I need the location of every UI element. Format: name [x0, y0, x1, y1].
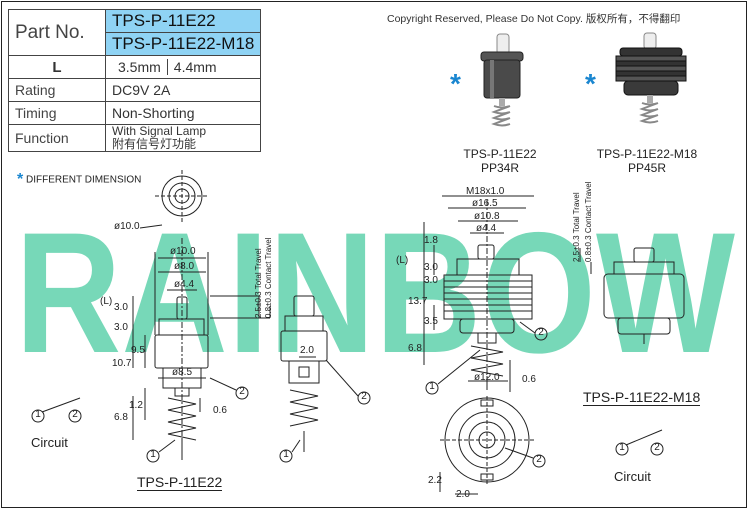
dim-right-d10-8: ø10.8: [474, 211, 500, 222]
left-front-view: [132, 238, 271, 460]
right-photo-code: PP45R: [627, 161, 667, 175]
dim-right-h3b: 3.0: [424, 275, 438, 286]
l-value-1: 3.5mm: [118, 59, 161, 75]
terminal-label-2d: 2: [536, 454, 542, 465]
blue-star-icon: *: [17, 171, 24, 188]
circuit-right-term-2: 2: [654, 442, 660, 453]
dim-left-d4-4: ø4.4: [174, 279, 195, 290]
terminal-label-1a: 1: [150, 449, 156, 460]
watermark-text: RAINBOW: [15, 197, 736, 389]
dim-right-h6-8: 6.8: [408, 343, 422, 354]
dim-right-h3-5: 3.5: [424, 316, 438, 327]
dim-left-h1-2: 1.2: [129, 400, 143, 411]
dim-right-total-travel: 2.5±0.3 Total Travel: [572, 192, 581, 262]
left-photo-name: TPS-P-11E22: [463, 147, 537, 161]
dim-left-h3a: 3.0: [114, 302, 128, 313]
terminal-callouts: [146, 321, 548, 468]
left-top-view: [139, 170, 209, 229]
dim-right-h1-8: 1.8: [424, 235, 438, 246]
copyright-notice: Copyright Reserved, Please Do Not Copy. …: [387, 13, 681, 25]
product-photo-right: [615, 32, 687, 124]
l-values: 3.5mm 4.4mm: [104, 55, 262, 79]
l-label: L: [8, 55, 106, 79]
dim-right-L: (L): [396, 255, 409, 266]
blue-star-icon-right: *: [585, 68, 596, 99]
dim-left-h0-6: 0.6: [213, 405, 227, 416]
terminal-label-1b: 1: [283, 449, 289, 460]
circuit-left-term-2: 2: [72, 409, 78, 420]
circuit-symbol-left: [31, 397, 82, 423]
dim-left-d8: ø8.0: [174, 261, 195, 272]
right-side-view: [579, 247, 685, 344]
drawing-title-left: TPS-P-11E22: [137, 474, 223, 491]
right-photo-name: TPS-P-11E22-M18: [596, 147, 698, 161]
rating-label: Rating: [8, 78, 106, 102]
rating-value: DC9V 2A: [104, 78, 262, 102]
dim-left-d8-5: ø8.5: [172, 367, 193, 378]
left-photo-code: PP34R: [480, 161, 520, 175]
circuit-left-term-1: 1: [35, 409, 41, 420]
circuit-label-left: Circuit: [31, 435, 68, 450]
dim-left-total-travel: 2.5±0.3 Total Travel: [254, 248, 263, 318]
function-value-en: With Signal Lamp: [112, 124, 207, 138]
function-value-cn: 附有信号灯功能: [112, 137, 197, 151]
dim-right-m18: M18x1.0: [466, 186, 505, 197]
right-front-view: [423, 195, 534, 392]
timing-value: Non-Shorting: [104, 101, 262, 125]
different-dimension-legend: * DIFFERENT DIMENSION: [17, 171, 141, 189]
dim-right-contact-travel: 0.8±0.3 Contact Travel: [584, 181, 593, 262]
dim-right-d12: ø12.0: [474, 372, 500, 383]
dim-right-h3a: 3.0: [424, 262, 438, 273]
dim-left-L: (L): [100, 296, 113, 307]
product-photo-left: [480, 33, 524, 127]
l-value-2: 4.4mm: [166, 59, 223, 75]
dim-right-h2-2: 2.2: [428, 475, 442, 486]
part-number-1: TPS-P-11E22: [104, 9, 262, 33]
spec-table: Part No. TPS-P-11E22 TPS-P-11E22-M18 L 3…: [8, 9, 262, 152]
blue-star-icon-left: *: [450, 68, 461, 99]
terminal-label-1c: 1: [429, 381, 435, 392]
circuit-label-right: Circuit: [614, 469, 651, 484]
dim-left-h3b: 3.0: [114, 322, 128, 333]
circuit-symbol-right: [615, 429, 664, 456]
dim-right-d4-4: ø4.4: [476, 223, 497, 234]
dim-right-h0-6: 0.6: [522, 374, 536, 385]
function-label: Function: [8, 124, 106, 152]
drawing-title-right: TPS-P-11E22-M18: [583, 389, 701, 406]
dim-left-d10: ø10.0: [170, 246, 196, 257]
right-bottom-view: [439, 396, 534, 495]
terminal-label-2c: 2: [538, 327, 544, 338]
terminal-label-2b: 2: [361, 391, 367, 402]
dim-right-d16-5: ø16.5: [472, 198, 498, 209]
dim-left-h6-8: 6.8: [114, 412, 128, 423]
left-side-view: [280, 295, 328, 452]
dim-left-h10-7: 10.7: [112, 358, 132, 369]
dim-left-h9-5: 9.5: [131, 345, 145, 356]
terminal-label-2a: 2: [239, 386, 245, 397]
dim-left-d10-top: ø10.0: [114, 221, 140, 232]
dim-right-h13-7: 13.7: [408, 296, 428, 307]
dim-left-contact-travel: 0.8±0.3 Contact Travel: [264, 237, 273, 318]
dim-right-w2: 2.0: [456, 489, 470, 500]
circuit-right-term-1: 1: [619, 442, 625, 453]
dim-left-w2: 2.0: [300, 345, 314, 356]
legend-text: DIFFERENT DIMENSION: [26, 174, 142, 186]
